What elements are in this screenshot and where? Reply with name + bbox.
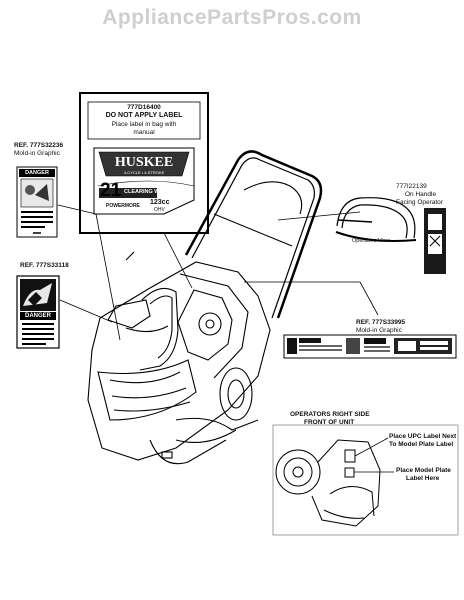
- ref-33118-label: REF. 777S33118: [20, 262, 69, 269]
- huskee-badge: [98, 151, 190, 177]
- huskee-subtitle: 4-CYCLE • 4-STROKE: [123, 170, 165, 175]
- ref-33118-decal: [16, 275, 60, 349]
- warning-pictogram: [20, 178, 54, 208]
- upc-label-1: Place UPC Label Next: [389, 433, 457, 440]
- engine-brand: POWERMORE: [106, 203, 140, 209]
- on-handle-label: On Handle: [405, 191, 437, 198]
- do-not-apply-label: DO NOT APPLY LABEL: [105, 112, 183, 119]
- mold-in-graphic-label-2: Mold-in Graphic: [356, 327, 402, 334]
- danger-word-small: DANGER: [25, 170, 49, 176]
- watermark: AppliancePartsPros.com: [102, 6, 362, 29]
- ref-32236-label: REF. 777S32236: [14, 142, 64, 149]
- decal-instruction-1: Place label in bag with: [111, 121, 177, 128]
- huskee-decal: [93, 147, 195, 215]
- right-side-title-2: FRONT OF UNIT: [304, 419, 355, 426]
- clearing-width-number: 21: [100, 180, 122, 201]
- huskee-brand: HUSKEE: [114, 155, 174, 170]
- clearing-width-band: [99, 188, 157, 198]
- danger-word: DANGER: [24, 313, 51, 319]
- side-view-frame: [272, 424, 459, 536]
- decal-instruction-2: manual: [133, 129, 155, 136]
- clearing-width-text: CLEARING WIDTH: [124, 189, 173, 195]
- operators-view-label: Operators View: [352, 238, 390, 244]
- snow-blower-drawing: [87, 150, 323, 465]
- leader-lines: [57, 204, 379, 341]
- right-side-title-1: OPERATORS RIGHT SIDE: [290, 411, 370, 418]
- model-plate-label-1: Place Model Plate: [396, 467, 451, 474]
- facing-operator-label: Facing Operator: [396, 199, 443, 206]
- ref-33995-label: REF. 777S33995: [356, 319, 406, 326]
- part-22139-label: 777I22139: [396, 183, 427, 190]
- side-view-drawing: [275, 439, 381, 527]
- decal-part-number: 777D16400: [127, 104, 161, 111]
- ref-32236-decal: [16, 166, 58, 238]
- handle-inset: [335, 197, 417, 242]
- model-plate-label-2: Label Here: [406, 475, 440, 482]
- mold-in-graphic-label-1: Mold-in Graphic: [14, 150, 60, 157]
- upc-label-2: To Model Plate Label: [389, 441, 454, 448]
- engine-ohv: OHV: [154, 207, 165, 213]
- decal-box-frame: [79, 92, 209, 234]
- engine-cc: 123cc: [150, 199, 170, 206]
- do-not-apply-box: [87, 101, 201, 140]
